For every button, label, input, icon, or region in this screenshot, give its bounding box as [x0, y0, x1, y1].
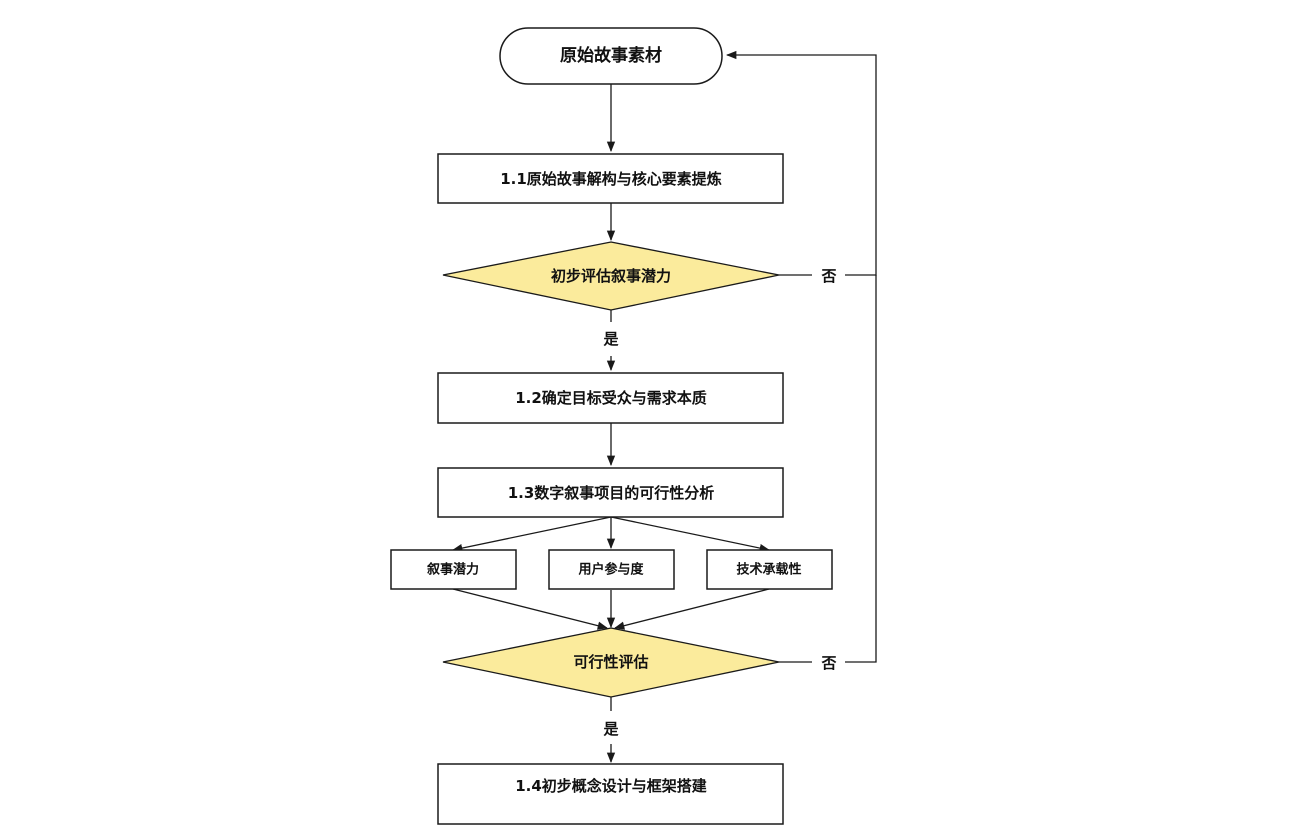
- step-1-3: 1.3数字叙事项目的可行性分析: [437, 467, 784, 518]
- decision-1: 初步评估叙事潜力: [442, 241, 780, 311]
- decision-2-yes-label: 是: [602, 720, 619, 738]
- step-1-4-box: [437, 763, 784, 825]
- factor-narrative: 叙事潜力: [390, 549, 517, 590]
- step-1-1-label: 1.1原始故事解构与核心要素提炼: [500, 170, 722, 188]
- edge-1-3-to-tech: [610, 516, 771, 553]
- edge-tech-to-decision-2: [613, 588, 770, 630]
- decision-1-yes-label: 是: [602, 330, 619, 348]
- start-label: 原始故事素材: [560, 45, 662, 66]
- factor-engagement-label: 用户参与度: [577, 562, 644, 578]
- factor-tech-box: [706, 549, 833, 590]
- decision-1-diamond: [442, 241, 780, 311]
- start-node: 原始故事素材: [499, 27, 723, 85]
- step-1-3-box: [437, 467, 784, 518]
- factor-narrative-box: [390, 549, 517, 590]
- step-1-1: 1.1原始故事解构与核心要素提炼: [437, 153, 784, 204]
- factor-engagement: 用户参与度: [548, 549, 675, 590]
- decision-1-no-label: 否: [820, 267, 836, 285]
- factor-narrative-label: 叙事潜力: [427, 562, 479, 578]
- edge-decision-1-no-loop-return: [725, 50, 877, 276]
- step-1-3-label: 1.3数字叙事项目的可行性分析: [508, 484, 715, 502]
- start-terminal-shape: [499, 27, 723, 85]
- factor-engagement-box: [548, 549, 675, 590]
- edge-decision-2-no-loop-return: [845, 275, 877, 663]
- factor-tech: 技术承载性: [706, 549, 833, 590]
- factor-tech-label: 技术承载性: [736, 562, 801, 578]
- step-1-2-label: 1.2确定目标受众与需求本质: [515, 389, 707, 407]
- step-1-2: 1.2确定目标受众与需求本质: [437, 372, 784, 424]
- decision-1-label: 初步评估叙事潜力: [551, 267, 671, 285]
- step-1-4: 1.4初步概念设计与框架搭建: [437, 763, 784, 825]
- decision-2: 可行性评估: [442, 627, 780, 698]
- decision-2-label: 可行性评估: [573, 653, 648, 671]
- edge-1-3-to-narrative: [451, 516, 612, 553]
- step-1-1-box: [437, 153, 784, 204]
- edge-narrative-to-decision-2: [452, 588, 609, 630]
- decision-2-diamond: [442, 627, 780, 698]
- decision-2-no-label: 否: [820, 654, 836, 672]
- connectors: [451, 50, 877, 764]
- step-1-2-box: [437, 372, 784, 424]
- step-1-4-label: 1.4初步概念设计与框架搭建: [515, 777, 708, 795]
